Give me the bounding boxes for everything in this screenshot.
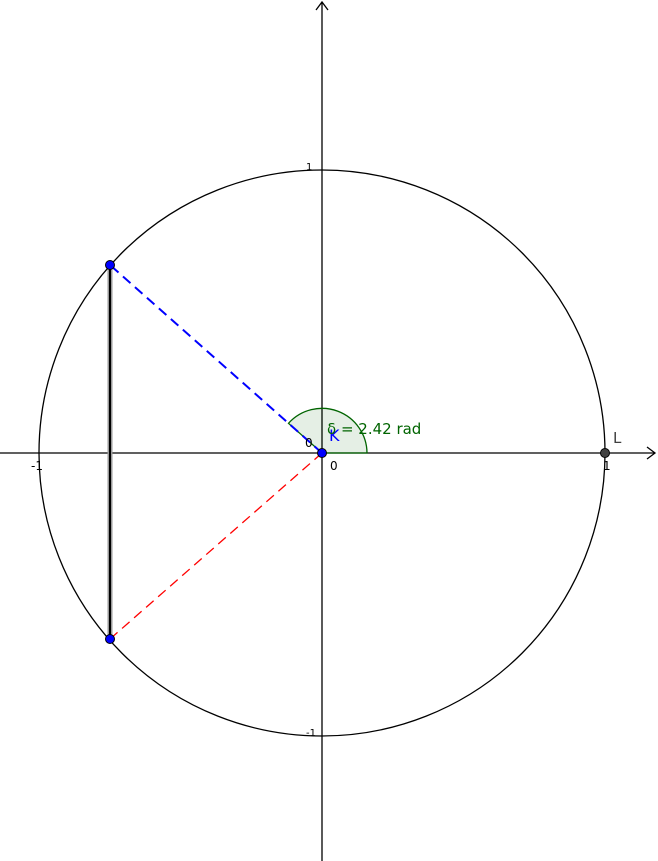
angle-sector[interactable] [287,407,368,454]
y-tick-label-neg1: -1 [306,728,316,739]
y-tick-label-1: 1 [306,162,313,173]
point-K[interactable] [317,448,327,458]
point-lower[interactable] [105,634,115,644]
point-L-label: L [613,429,622,447]
point-upper[interactable] [105,260,115,270]
point-K-label: K [329,426,340,445]
point-L[interactable] [600,448,610,458]
y-origin-label-0: 0 [305,436,313,450]
x-tick-label-neg1: -1 [31,459,43,473]
angle-label: δ = 2.42 rad [327,420,422,438]
x-tick-label-0: 0 [330,459,338,473]
red-dashed-segment[interactable] [109,452,323,640]
x-tick-label-1: 1 [603,459,611,473]
